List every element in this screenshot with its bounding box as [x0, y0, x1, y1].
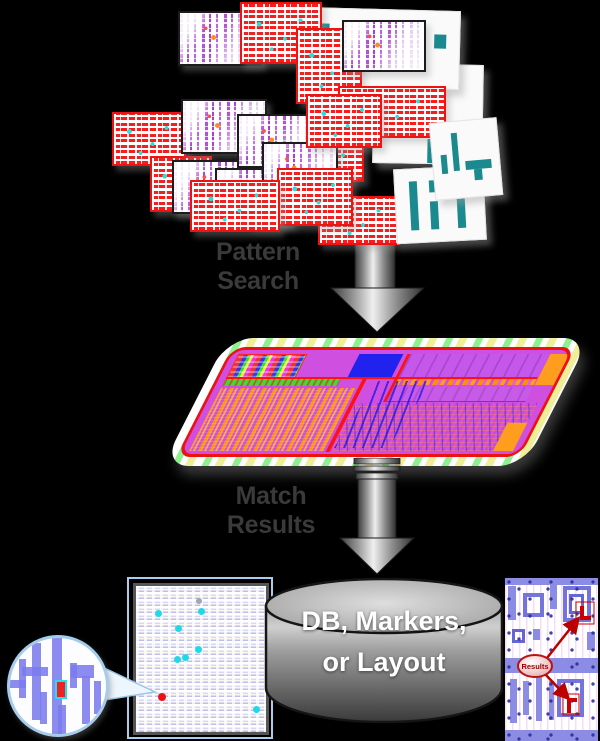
magnifier-circle [7, 635, 109, 737]
layout-shape [408, 180, 420, 231]
match-results-line1: Match [235, 482, 307, 510]
layout-bar [39, 691, 48, 725]
die-divider-line [225, 377, 538, 379]
layout-shape [430, 200, 440, 230]
match-results-line2: Results [226, 511, 316, 539]
layout-bar [18, 659, 27, 698]
die-region-blocks [225, 354, 308, 380]
layout-bar [58, 705, 66, 734]
pattern-thumbnail-red [190, 180, 280, 232]
match-results-label: Match Results [191, 482, 351, 540]
layout-bar [94, 681, 102, 714]
match-marker-cyan [195, 645, 203, 653]
pattern-collage [0, 0, 600, 260]
layout-bar [71, 664, 95, 679]
pattern-thumbnail-teal [428, 117, 504, 201]
down-arrow-icon [338, 458, 416, 575]
match-markers-panel [133, 583, 269, 735]
layout-shape [440, 154, 449, 175]
match-marker-cyan [252, 706, 260, 713]
pattern-search-line2: Search [217, 267, 299, 295]
match-marker-red [157, 692, 166, 701]
pattern-thumbnail-red [112, 112, 186, 166]
die-region-purple-array [398, 354, 550, 378]
layout-bar [32, 642, 41, 720]
layout-bar [10, 680, 27, 688]
match-marker-cyan [198, 608, 206, 616]
database-label: DB, Markers, or Layout [278, 601, 490, 683]
result-marker-L2 [567, 698, 577, 713]
layout-shape [473, 168, 484, 181]
chip-die-image [162, 338, 590, 466]
match-marker-cyan [181, 654, 189, 662]
match-marker-cyan [174, 656, 182, 664]
layout-shape [433, 34, 447, 49]
result-marker-L [580, 606, 591, 620]
match-marker-cyan [175, 625, 183, 633]
pattern-thumbnail-red [306, 94, 382, 148]
database-label-line1: DB, Markers, [301, 606, 467, 636]
pattern-search-label: Pattern Search [178, 238, 338, 296]
pattern-thumbnail-purple [181, 99, 267, 154]
database-cylinder-icon [264, 577, 504, 724]
results-overlay: Results [517, 601, 595, 716]
layout-bar [21, 666, 49, 677]
match-marker-cyan [155, 609, 163, 617]
database-label-line2: or Layout [322, 647, 446, 677]
pattern-highlight [55, 680, 67, 699]
results-badge: Results [521, 662, 548, 671]
pattern-thumbnail-purple [342, 20, 426, 72]
pattern-thumbnail-red [277, 168, 353, 226]
die-core [175, 347, 577, 457]
pattern-search-line1: Pattern [215, 238, 301, 266]
layout-shape [450, 132, 461, 171]
layout-bar [82, 676, 90, 725]
match-marker-gray [196, 597, 203, 604]
die-region-green-stripe [221, 379, 341, 387]
